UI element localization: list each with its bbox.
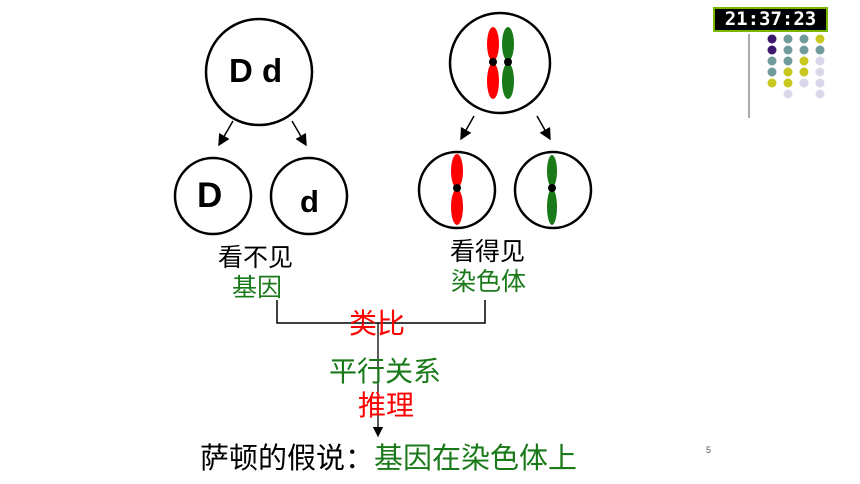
parent-chromosome-cell-circle: [448, 11, 552, 115]
decor-dot: [815, 89, 825, 99]
arrow-right-parent-to-green: [536, 115, 551, 141]
decor-dot: [783, 34, 793, 44]
decor-dot: [815, 56, 825, 66]
decor-dot: [783, 89, 793, 99]
arrow-right-parent-to-red: [460, 115, 475, 141]
label-chromosome: 染色体: [451, 267, 527, 296]
decor-dot-grid: [767, 34, 825, 99]
label-visible: 看得见: [450, 237, 526, 266]
daughter-green-chromosome: [547, 155, 557, 225]
label-reasoning: 推理: [358, 389, 415, 422]
arrow-left-parent-to-d: [291, 120, 307, 147]
label-parallel-relation: 平行关系: [329, 355, 442, 388]
conclusion-line: 萨顿的假说：基因在染色体上: [200, 435, 577, 477]
label-invisible: 看不见: [218, 243, 294, 272]
decor-dot: [783, 78, 793, 88]
decor-dot: [799, 56, 809, 66]
decor-dot: [815, 78, 825, 88]
daughter-cell-d-lower-circle: [269, 156, 349, 236]
decor-dot: [767, 67, 777, 77]
decor-dot: [767, 56, 777, 66]
decor-dot: [815, 45, 825, 55]
decor-dot: [783, 56, 793, 66]
parent-alleles-label: D d: [229, 52, 283, 89]
daughter-red-chromosome: [451, 154, 463, 225]
analogy-bracket: [276, 300, 486, 324]
parent-green-chromosome: [502, 27, 514, 99]
decor-dot: [767, 45, 777, 55]
conclusion-body: 基因在染色体上: [374, 441, 578, 475]
daughter-cell-d-upper-circle: [173, 156, 253, 236]
arrow-left-parent-to-D: [218, 120, 234, 147]
decor-dot: [799, 67, 809, 77]
daughter-allele-d-label: d: [300, 184, 319, 219]
parent-red-chromosome: [487, 27, 499, 99]
parent-cell-circle: [204, 17, 314, 127]
decor-dot: [783, 67, 793, 77]
decor-dot: [799, 78, 809, 88]
conclusion-prefix: 萨顿的假说：: [200, 441, 375, 475]
decor-dot: [815, 67, 825, 77]
decor-dot: [799, 45, 809, 55]
decor-dot: [815, 34, 825, 44]
decor-dot: [799, 34, 809, 44]
decor-dot: [783, 45, 793, 55]
label-analogy: 类比: [349, 307, 406, 340]
clock-display: 21:37:23: [713, 7, 828, 32]
decor-dot: [767, 78, 777, 88]
page-number: 5: [706, 445, 712, 455]
label-gene: 基因: [232, 273, 283, 302]
daughter-allele-D-label: D: [197, 176, 223, 215]
decor-dot: [767, 34, 777, 44]
